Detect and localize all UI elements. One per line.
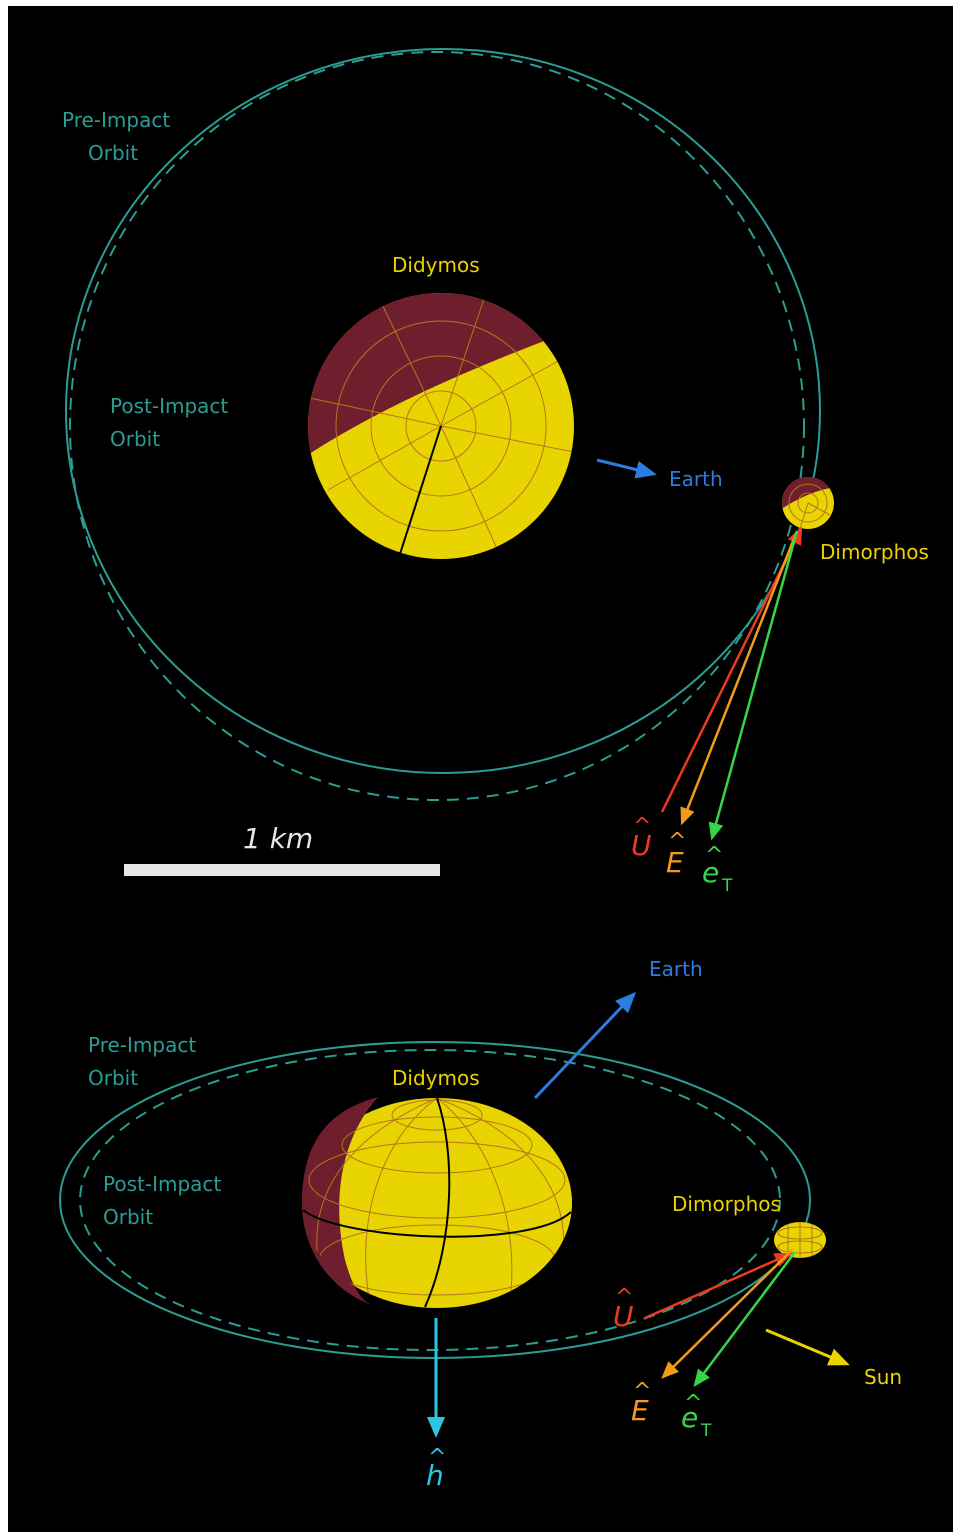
dimorphos-body: [774, 1222, 826, 1258]
svg-text:^: ^: [668, 829, 686, 854]
u-vector: [644, 1252, 793, 1320]
sun-arrow: [765, 1328, 850, 1366]
didymos-label: Didymos: [392, 253, 480, 277]
pre-impact-label-line1: Pre-Impact: [62, 108, 170, 132]
svg-text:E: E: [666, 846, 684, 879]
didymos-body: [302, 1097, 572, 1308]
scale-label: 1 km: [243, 822, 313, 855]
e-vector: [661, 1249, 793, 1379]
pre-impact-orbit: [65, 48, 821, 774]
svg-text:E: E: [631, 1394, 649, 1427]
u-vector-label: ^ U: [631, 814, 652, 862]
post-impact-label-line2: Orbit: [103, 1205, 153, 1229]
svg-text:^: ^: [615, 1285, 633, 1310]
side-view: Pre-Impact Orbit Post-Impact Orbit Didym…: [59, 957, 902, 1492]
svg-text:e: e: [702, 856, 719, 889]
earth-label: Earth: [669, 467, 723, 491]
h-vector-label: ^ h: [426, 1445, 446, 1492]
top-view: Pre-Impact Orbit Post-Impact Orbit Didym…: [62, 48, 929, 896]
svg-text:T: T: [721, 876, 733, 896]
post-impact-orbit: [69, 51, 805, 801]
svg-text:^: ^: [633, 1379, 651, 1404]
et-vector: [708, 530, 799, 841]
svg-text:^: ^: [705, 843, 723, 868]
earth-arrow: [596, 458, 657, 479]
post-impact-label-line2: Orbit: [110, 427, 160, 451]
et-vector-label: ^ e T: [702, 843, 733, 896]
post-impact-orbit: [79, 1049, 781, 1351]
svg-text:e: e: [681, 1401, 698, 1434]
svg-text:^: ^: [428, 1445, 446, 1470]
u-vector: [660, 526, 803, 813]
dimorphos-label: Dimorphos: [820, 540, 929, 564]
dimorphos-body: [782, 477, 834, 529]
svg-text:^: ^: [633, 814, 651, 839]
scale-bar: [124, 864, 440, 876]
post-impact-label-line1: Post-Impact: [103, 1172, 221, 1196]
e-vector-label: ^ E: [666, 829, 686, 879]
didymos-body: [308, 293, 574, 559]
didymos-label: Didymos: [392, 1066, 480, 1090]
svg-text:U: U: [631, 829, 652, 862]
dimorphos-label: Dimorphos: [672, 1192, 781, 1216]
e-vector-label: ^ E: [631, 1379, 651, 1427]
et-vector: [693, 1251, 796, 1387]
pre-impact-label-line1: Pre-Impact: [88, 1033, 196, 1057]
svg-text:h: h: [426, 1459, 444, 1492]
svg-text:^: ^: [684, 1391, 702, 1416]
svg-text:T: T: [700, 1421, 712, 1441]
earth-label: Earth: [649, 957, 703, 981]
u-vector-label: ^ U: [613, 1285, 634, 1333]
earth-arrow: [533, 991, 637, 1100]
post-impact-label-line1: Post-Impact: [110, 394, 228, 418]
sun-label: Sun: [864, 1365, 902, 1389]
e-vector: [680, 530, 799, 826]
pre-impact-label-line2: Orbit: [88, 1066, 138, 1090]
pre-impact-label-line2: Orbit: [88, 141, 138, 165]
svg-text:U: U: [613, 1300, 634, 1333]
et-vector-label: ^ e T: [681, 1391, 712, 1441]
